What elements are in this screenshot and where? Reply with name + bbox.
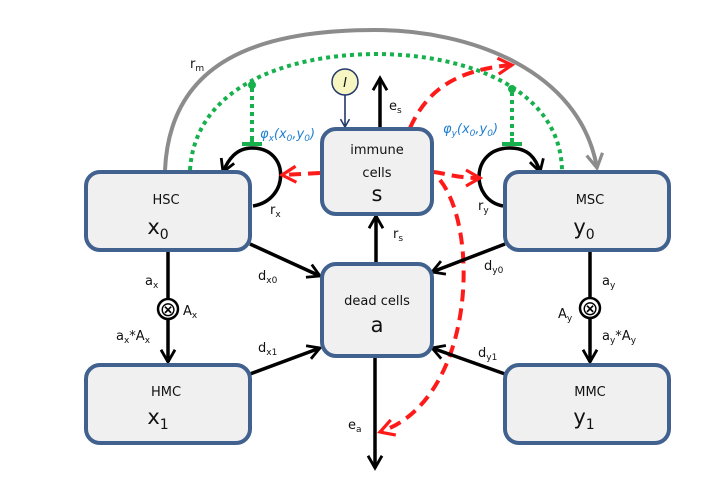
immune-to-loop-x-arrow bbox=[278, 164, 321, 184]
label-ax: ax bbox=[145, 274, 159, 291]
death-arrow-dx1 bbox=[249, 344, 323, 376]
label-ay: ay bbox=[602, 274, 616, 291]
dead-line1: dead cells bbox=[344, 294, 410, 309]
label-Ay: Ay bbox=[558, 307, 573, 324]
label-axAx: ax*Ax bbox=[116, 329, 151, 346]
node-dead-cells: dead cells a bbox=[320, 262, 434, 358]
label-rm: rm bbox=[190, 57, 204, 74]
label-ayAy: ay*Ay bbox=[602, 329, 637, 346]
immune-to-dead-efflux-arrow bbox=[376, 178, 466, 437]
dead-var: a bbox=[371, 313, 384, 337]
death-arrow-dx0 bbox=[249, 242, 323, 279]
hmc-name: HMC bbox=[151, 385, 181, 400]
feedback-node-x bbox=[248, 81, 256, 89]
immune-line2: cells bbox=[362, 166, 391, 181]
immune-line1: immune bbox=[350, 143, 403, 158]
node-msc: MSC y0 bbox=[503, 170, 671, 252]
node-hsc: HSC x0 bbox=[84, 170, 252, 252]
input-label: I bbox=[343, 76, 347, 91]
multiply-icon-y: ⊗ bbox=[582, 296, 599, 320]
hsc-name: HSC bbox=[152, 193, 179, 208]
amplification-y-node bbox=[578, 296, 602, 320]
death-arrow-dy1 bbox=[429, 344, 506, 376]
label-ry: ry bbox=[478, 199, 489, 216]
immune-var: s bbox=[372, 182, 383, 206]
hsc-var: x0 bbox=[147, 215, 168, 243]
migration-arc-rm bbox=[163, 27, 604, 172]
self-renewal-loop-y bbox=[477, 146, 545, 208]
amplification-x-node bbox=[156, 297, 180, 321]
label-es: es bbox=[389, 99, 402, 116]
feedback-node-y bbox=[508, 85, 516, 93]
node-hmc: HMC x1 bbox=[84, 363, 252, 445]
label-phi-y: φy(x0,y0) bbox=[443, 122, 498, 139]
death-arrow-dy0 bbox=[429, 242, 506, 276]
label-dx1: dx1 bbox=[258, 341, 277, 358]
msc-name: MSC bbox=[576, 193, 605, 208]
label-Ax: Ax bbox=[183, 304, 198, 321]
immune-to-loop-y-arrow bbox=[432, 168, 484, 188]
label-rs: rs bbox=[393, 227, 403, 244]
label-rx: rx bbox=[270, 203, 281, 220]
node-mmc: MMC y1 bbox=[503, 363, 671, 445]
hmc-var: x1 bbox=[147, 405, 168, 433]
label-dy0: dy0 bbox=[484, 259, 504, 276]
self-renewal-loop-x bbox=[219, 146, 283, 208]
msc-var: y0 bbox=[573, 215, 594, 243]
label-dy1: dy1 bbox=[478, 346, 497, 363]
label-phi-x: φx(x0,y0) bbox=[260, 127, 315, 144]
multiply-icon-x: ⊗ bbox=[160, 297, 177, 321]
label-ea: ea bbox=[348, 418, 362, 435]
mmc-name: MMC bbox=[574, 385, 606, 400]
mmc-var: y1 bbox=[573, 405, 594, 433]
label-dx0: dx0 bbox=[258, 269, 278, 286]
node-immune-cells: immune cells s bbox=[320, 127, 434, 216]
immune-to-migration-arrow bbox=[408, 56, 516, 129]
feedback-arc-green bbox=[188, 51, 564, 171]
